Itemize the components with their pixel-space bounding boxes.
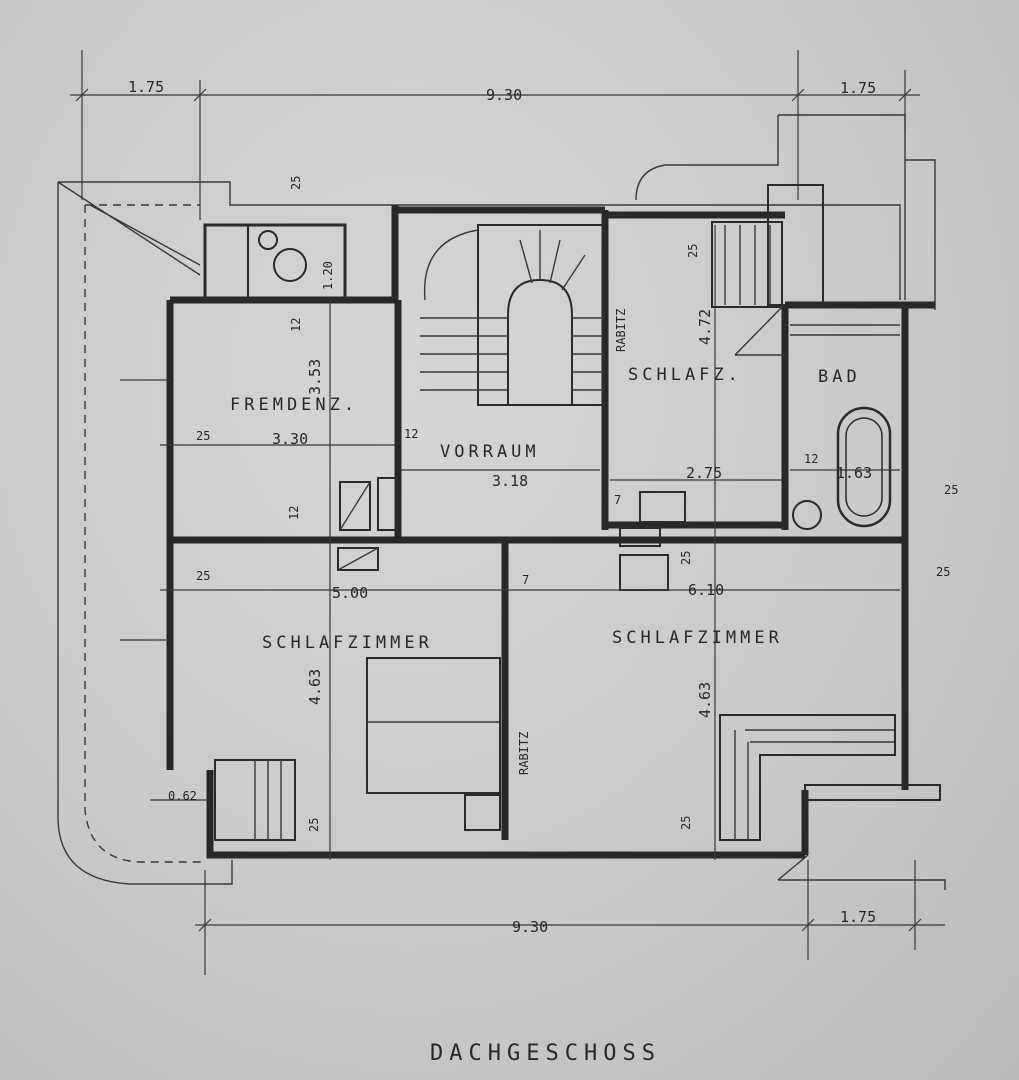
dim-schlafz-height: 4.72 [696,309,714,345]
wall-thickness-25-right: 25 [936,565,950,579]
wall-thickness-25-bottom-right: 25 [679,816,693,830]
roof-outline [57,114,946,890]
dim-top-right: 1.75 [840,79,876,97]
wc-block [203,223,347,302]
room-label-schlafz: SCHLAFZ. [628,365,742,385]
dim-fremdenz-width: 3.30 [272,430,308,448]
roof-window-bottom-right [719,714,941,841]
dim-left-room-height: 4.63 [306,669,324,705]
dim-wc-width: 1.20 [321,261,335,290]
wall-thickness-25-bad: 25 [944,483,958,497]
dim-fremdenz-height: 3.53 [306,359,324,395]
dim-bad-width: 1.63 [836,464,872,482]
inner-walls [170,215,905,840]
room-label-vorraum: VORRAUM [440,442,540,462]
wall-thickness-25-fremdenz: 25 [196,429,210,443]
wall-thickness-7-bedrooms: 7 [522,573,529,587]
room-label-bad: BAD [818,367,861,387]
bottom-dimension-chain [195,860,945,975]
furniture [337,477,686,831]
dim-top-center: 9.30 [486,86,522,104]
wall-note-rabitz-bottom: RABITZ [517,732,531,775]
wall-thickness-25-wc: 25 [289,176,303,190]
wall-thickness-12-vorraum: 12 [404,427,418,441]
wall-thickness-7-schlafz: 7 [614,493,621,507]
wall-thickness-25-bottom-left: 25 [307,818,321,832]
dim-top-left: 1.75 [128,78,164,96]
drawing-title: DACHGESCHOSS [430,1041,661,1066]
dim-bottom-right: 1.75 [840,908,876,926]
room-label-schlafzimmer-left: SCHLAFZIMMER [262,633,433,653]
wall-thickness-12-fremdenz: 12 [289,318,303,332]
roof-window-bottom-left [214,759,296,841]
roof-window-schlafz [711,184,824,356]
dim-offset-062: 0.62 [168,789,197,803]
wall-note-rabitz-top: RABITZ [614,309,628,352]
room-label-schlafzimmer-right: SCHLAFZIMMER [612,628,783,648]
dim-right-room-height: 4.63 [696,682,714,718]
dim-schlafz-width: 2.75 [686,464,722,482]
wall-thickness-12-bad: 12 [804,452,818,466]
top-dimension-chain [70,50,920,220]
dim-vorraum-width: 3.18 [492,472,528,490]
dim-bottom-center: 9.30 [512,918,548,936]
wall-thickness-25-center: 25 [679,551,693,565]
dim-right-room-width: 6.10 [688,581,724,599]
outer-walls [166,205,935,859]
dim-left-room-width: 5.00 [332,584,368,602]
wall-thickness-25-left: 25 [196,569,210,583]
interior-dimension-lines [120,225,900,860]
wall-thickness-12-mid: 12 [287,506,301,520]
staircase [420,224,604,406]
wall-thickness-25-schlafz: 25 [686,244,700,258]
room-label-fremdenz: FREMDENZ. [230,395,358,415]
bath-fixtures [790,324,900,530]
